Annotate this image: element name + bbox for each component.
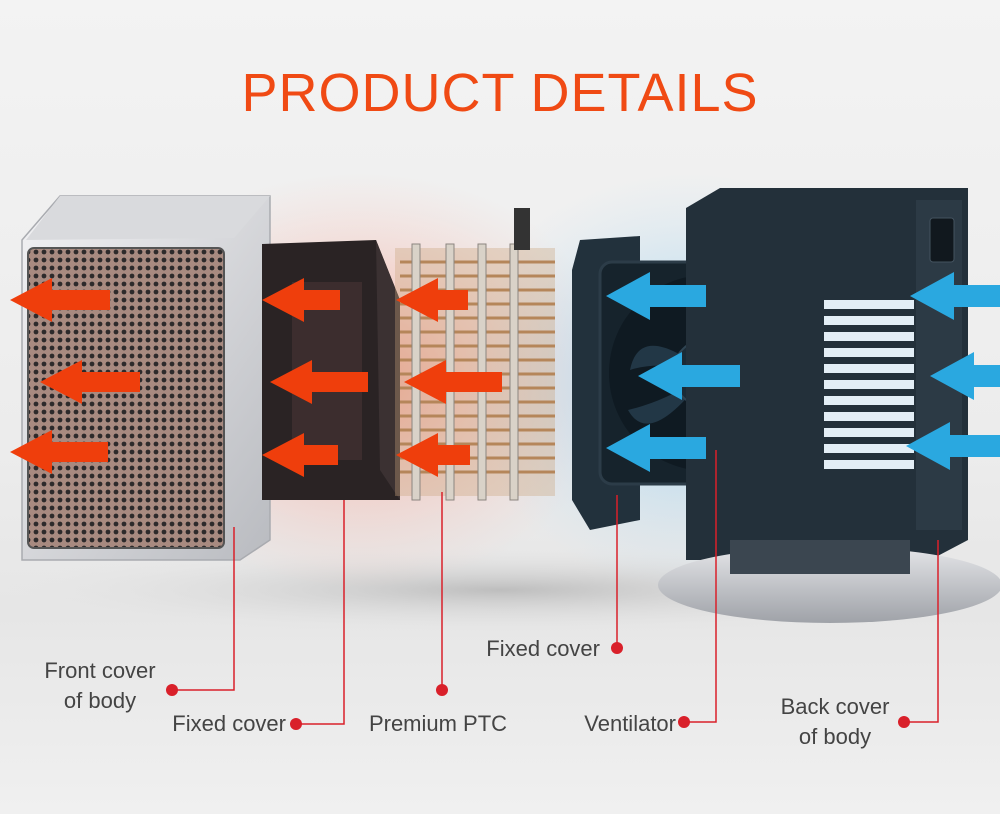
cool-arrow [638, 352, 740, 400]
hot-arrow [40, 360, 140, 404]
leader-dot [166, 684, 178, 696]
hot-arrow [396, 278, 468, 322]
label-line: of body [63, 688, 137, 713]
leader-line-ventilator [684, 450, 717, 723]
page-title: PRODUCT DETAILS [241, 63, 759, 123]
label-ventilator: Ventilator [584, 711, 676, 736]
hot-arrow [10, 278, 110, 322]
hot-arrow [262, 278, 340, 322]
leader-dot [678, 716, 690, 728]
label-line: Back cover [780, 694, 890, 719]
cool-air-arrows [606, 272, 1000, 472]
leader-dot [898, 716, 910, 728]
label-fixed-cover-left: Fixed cover [172, 711, 286, 736]
leader-line-back-cover [904, 540, 939, 723]
leader-dot [290, 718, 302, 730]
back-cover-of-body [658, 188, 1000, 623]
label-fixed-cover-right: Fixed cover [486, 636, 600, 661]
cool-arrow [606, 272, 706, 320]
label-back-cover-of-body: Back cover of body [760, 692, 910, 752]
leader-dot [436, 684, 448, 696]
leader-line-fixed-cover-left [296, 500, 345, 725]
label-line: of body [798, 724, 872, 749]
cool-arrow [606, 424, 706, 472]
hot-arrow [262, 433, 338, 477]
hot-arrow [270, 360, 368, 404]
cool-arrow [906, 422, 1000, 470]
leader-lines [172, 450, 939, 725]
hot-arrow [396, 433, 470, 477]
front-cover-of-body [21, 195, 271, 561]
label-premium-ptc: Premium PTC [368, 711, 508, 736]
label-line: Front cover [44, 658, 156, 683]
leader-dots [166, 642, 910, 730]
leader-line-front-cover [172, 527, 235, 691]
hot-air-arrows [10, 278, 502, 477]
cool-arrow [930, 352, 1000, 400]
leader-dot [611, 642, 623, 654]
label-front-cover-of-body: Front cover of body [30, 656, 170, 716]
hot-arrow [10, 430, 108, 474]
hot-arrow [404, 360, 502, 404]
cool-arrow [910, 272, 1000, 320]
